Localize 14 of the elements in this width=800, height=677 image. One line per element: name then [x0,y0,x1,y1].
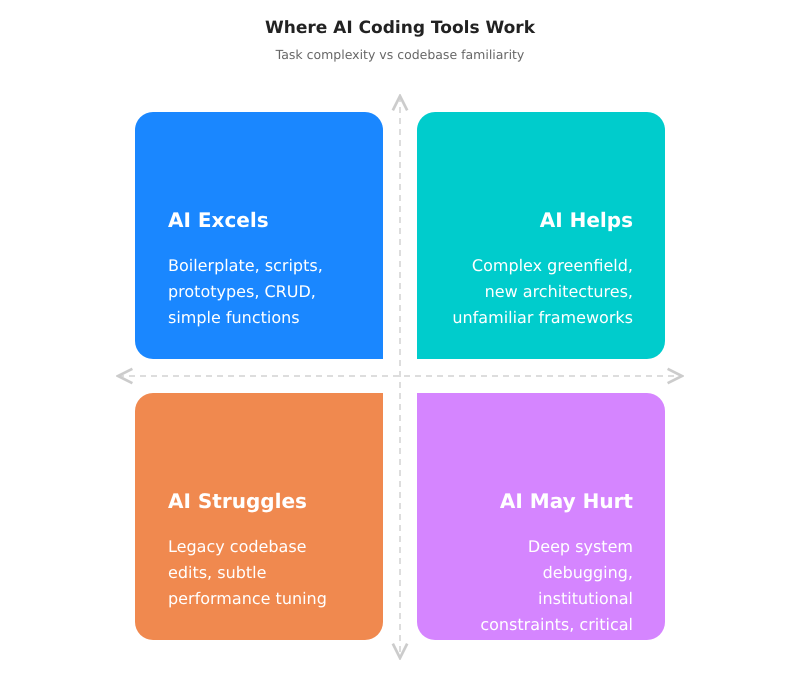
quadrant-description: Legacy codebase edits, subtle performance tuning [168,536,328,610]
quadrant-description: Complex greenfield, new architectures, unfamiliar frameworks [451,255,633,329]
quadrant-heading: AI Struggles [168,489,307,513]
quadrant-heading: AI Helps [540,208,633,232]
quadrant-card [417,393,665,640]
quadrant-card [135,393,383,640]
quadrant-card [135,112,383,359]
diagram-title: Where AI Coding Tools Work [264,18,536,38]
quadrant-heading: AI Excels [168,208,269,232]
quadrant-heading: AI May Hurt [500,489,633,513]
quadrant-description: Deep system debugging, institutional constraints, critical [479,536,633,636]
diagram-subtitle: Task complexity vs codebase familiarity [274,47,526,62]
quadrant-card [417,112,665,359]
quadrant-description: Boilerplate, scripts, prototypes, CRUD, simple functions [168,255,324,329]
